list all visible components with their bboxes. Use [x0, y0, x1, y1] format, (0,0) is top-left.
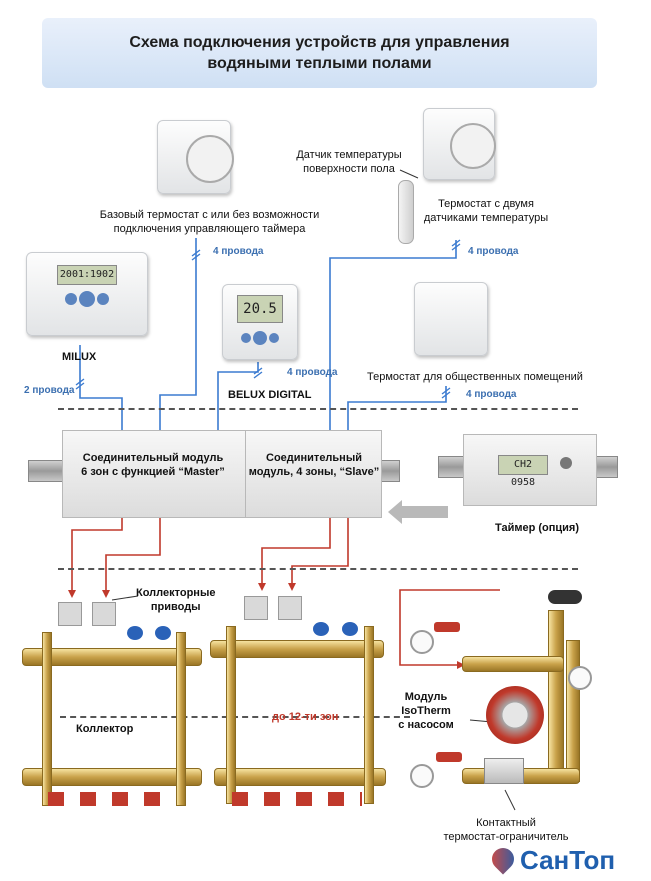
timer-label: Таймер (опция): [495, 522, 579, 534]
milux-display: 2001:1902: [57, 265, 117, 285]
timer-buttons: [560, 457, 572, 469]
actuator-1: [58, 602, 82, 626]
timer-display: CH2 0958: [498, 455, 548, 488]
belux-buttons: [253, 331, 267, 345]
base-thermostat: [157, 120, 234, 194]
slave-module: [245, 430, 382, 518]
master-module: [62, 430, 246, 518]
title-banner: Схема подключения устройств для управлен…: [42, 18, 597, 88]
wire-master-actuator-2: [105, 490, 161, 595]
title-line-1: Схема подключения устройств для управлен…: [129, 34, 510, 51]
isotherm-pipe-left: [548, 610, 564, 782]
belux-label: BELUX DIGITAL: [228, 389, 312, 401]
floor-sensor-probe: [398, 180, 414, 244]
collector-1-return: [22, 768, 202, 786]
collector-2-return: [214, 768, 386, 786]
wire-milux: [79, 345, 123, 445]
ball-valve-bottom: [436, 752, 462, 762]
valve-cap-2: [155, 626, 171, 640]
wires-label-1: 4 провода: [213, 246, 264, 257]
collector-2-supply: [210, 640, 384, 658]
ball-valve-top: [434, 622, 460, 632]
dual-sensor-thermostat: [423, 108, 496, 180]
separator-top: [58, 408, 578, 410]
zones-label: до 12-ти зон: [272, 711, 339, 723]
milux-buttons: [79, 291, 95, 307]
limiter-thermostat-box: [484, 758, 524, 784]
isotherm-pipe-top: [462, 656, 564, 672]
wires-label-2: 4 провода: [468, 246, 519, 257]
isotherm-pipe-right: [566, 640, 580, 782]
isotherm-handwheel: [548, 590, 582, 604]
wires-label-4: 4 провода: [287, 367, 338, 378]
wire-public-thermostat: [347, 386, 447, 445]
collector-label: Коллектор: [76, 723, 134, 735]
pump: [486, 686, 544, 744]
collector-2-bracket-left: [226, 626, 236, 804]
collector-1-bracket-right: [176, 632, 186, 806]
valve-cap-3: [313, 622, 329, 636]
thermostat-dial-icon: [186, 135, 234, 183]
brand-logo: СанТоп: [520, 845, 616, 875]
collector-1-bracket-left: [42, 632, 52, 806]
public-room-thermostat: [414, 282, 488, 356]
wires-label-3: 2 провода: [24, 385, 75, 396]
actuator-4: [278, 596, 302, 620]
milux-label: MILUX: [62, 351, 97, 363]
timer-arrow: [388, 500, 448, 524]
collector-1-supply: [22, 648, 202, 666]
actuator-2: [92, 602, 116, 626]
wire-slave-actuator-2: [291, 490, 349, 588]
gauge-bottom: [410, 764, 434, 788]
public-thermostat-label: Термостат для общественных помещений: [367, 371, 583, 383]
wires-label-5: 4 провода: [466, 389, 517, 400]
flow-meters-2: [232, 792, 362, 806]
belux-digital-thermostat: 20.5: [222, 284, 298, 360]
valve-cap-1: [127, 626, 143, 640]
thermostat-dial-icon: [450, 123, 496, 169]
thermometer-icon: [568, 666, 592, 690]
collector-2-bracket-right: [364, 626, 374, 804]
gauge-top: [410, 630, 434, 654]
flow-meters-1: [48, 792, 172, 806]
timer-module: CH2 0958: [463, 434, 597, 506]
separator-middle: [58, 568, 578, 570]
title-line-2: водяными теплыми полами: [207, 55, 432, 72]
belux-display: 20.5: [237, 295, 283, 323]
milux-thermostat: 2001:1902: [26, 252, 148, 336]
valve-cap-4: [342, 622, 358, 636]
wire-base-thermostat: [159, 238, 197, 445]
wire-dual-thermostat: [329, 240, 457, 445]
actuator-3: [244, 596, 268, 620]
wire-timer-isotherm: [399, 589, 500, 666]
